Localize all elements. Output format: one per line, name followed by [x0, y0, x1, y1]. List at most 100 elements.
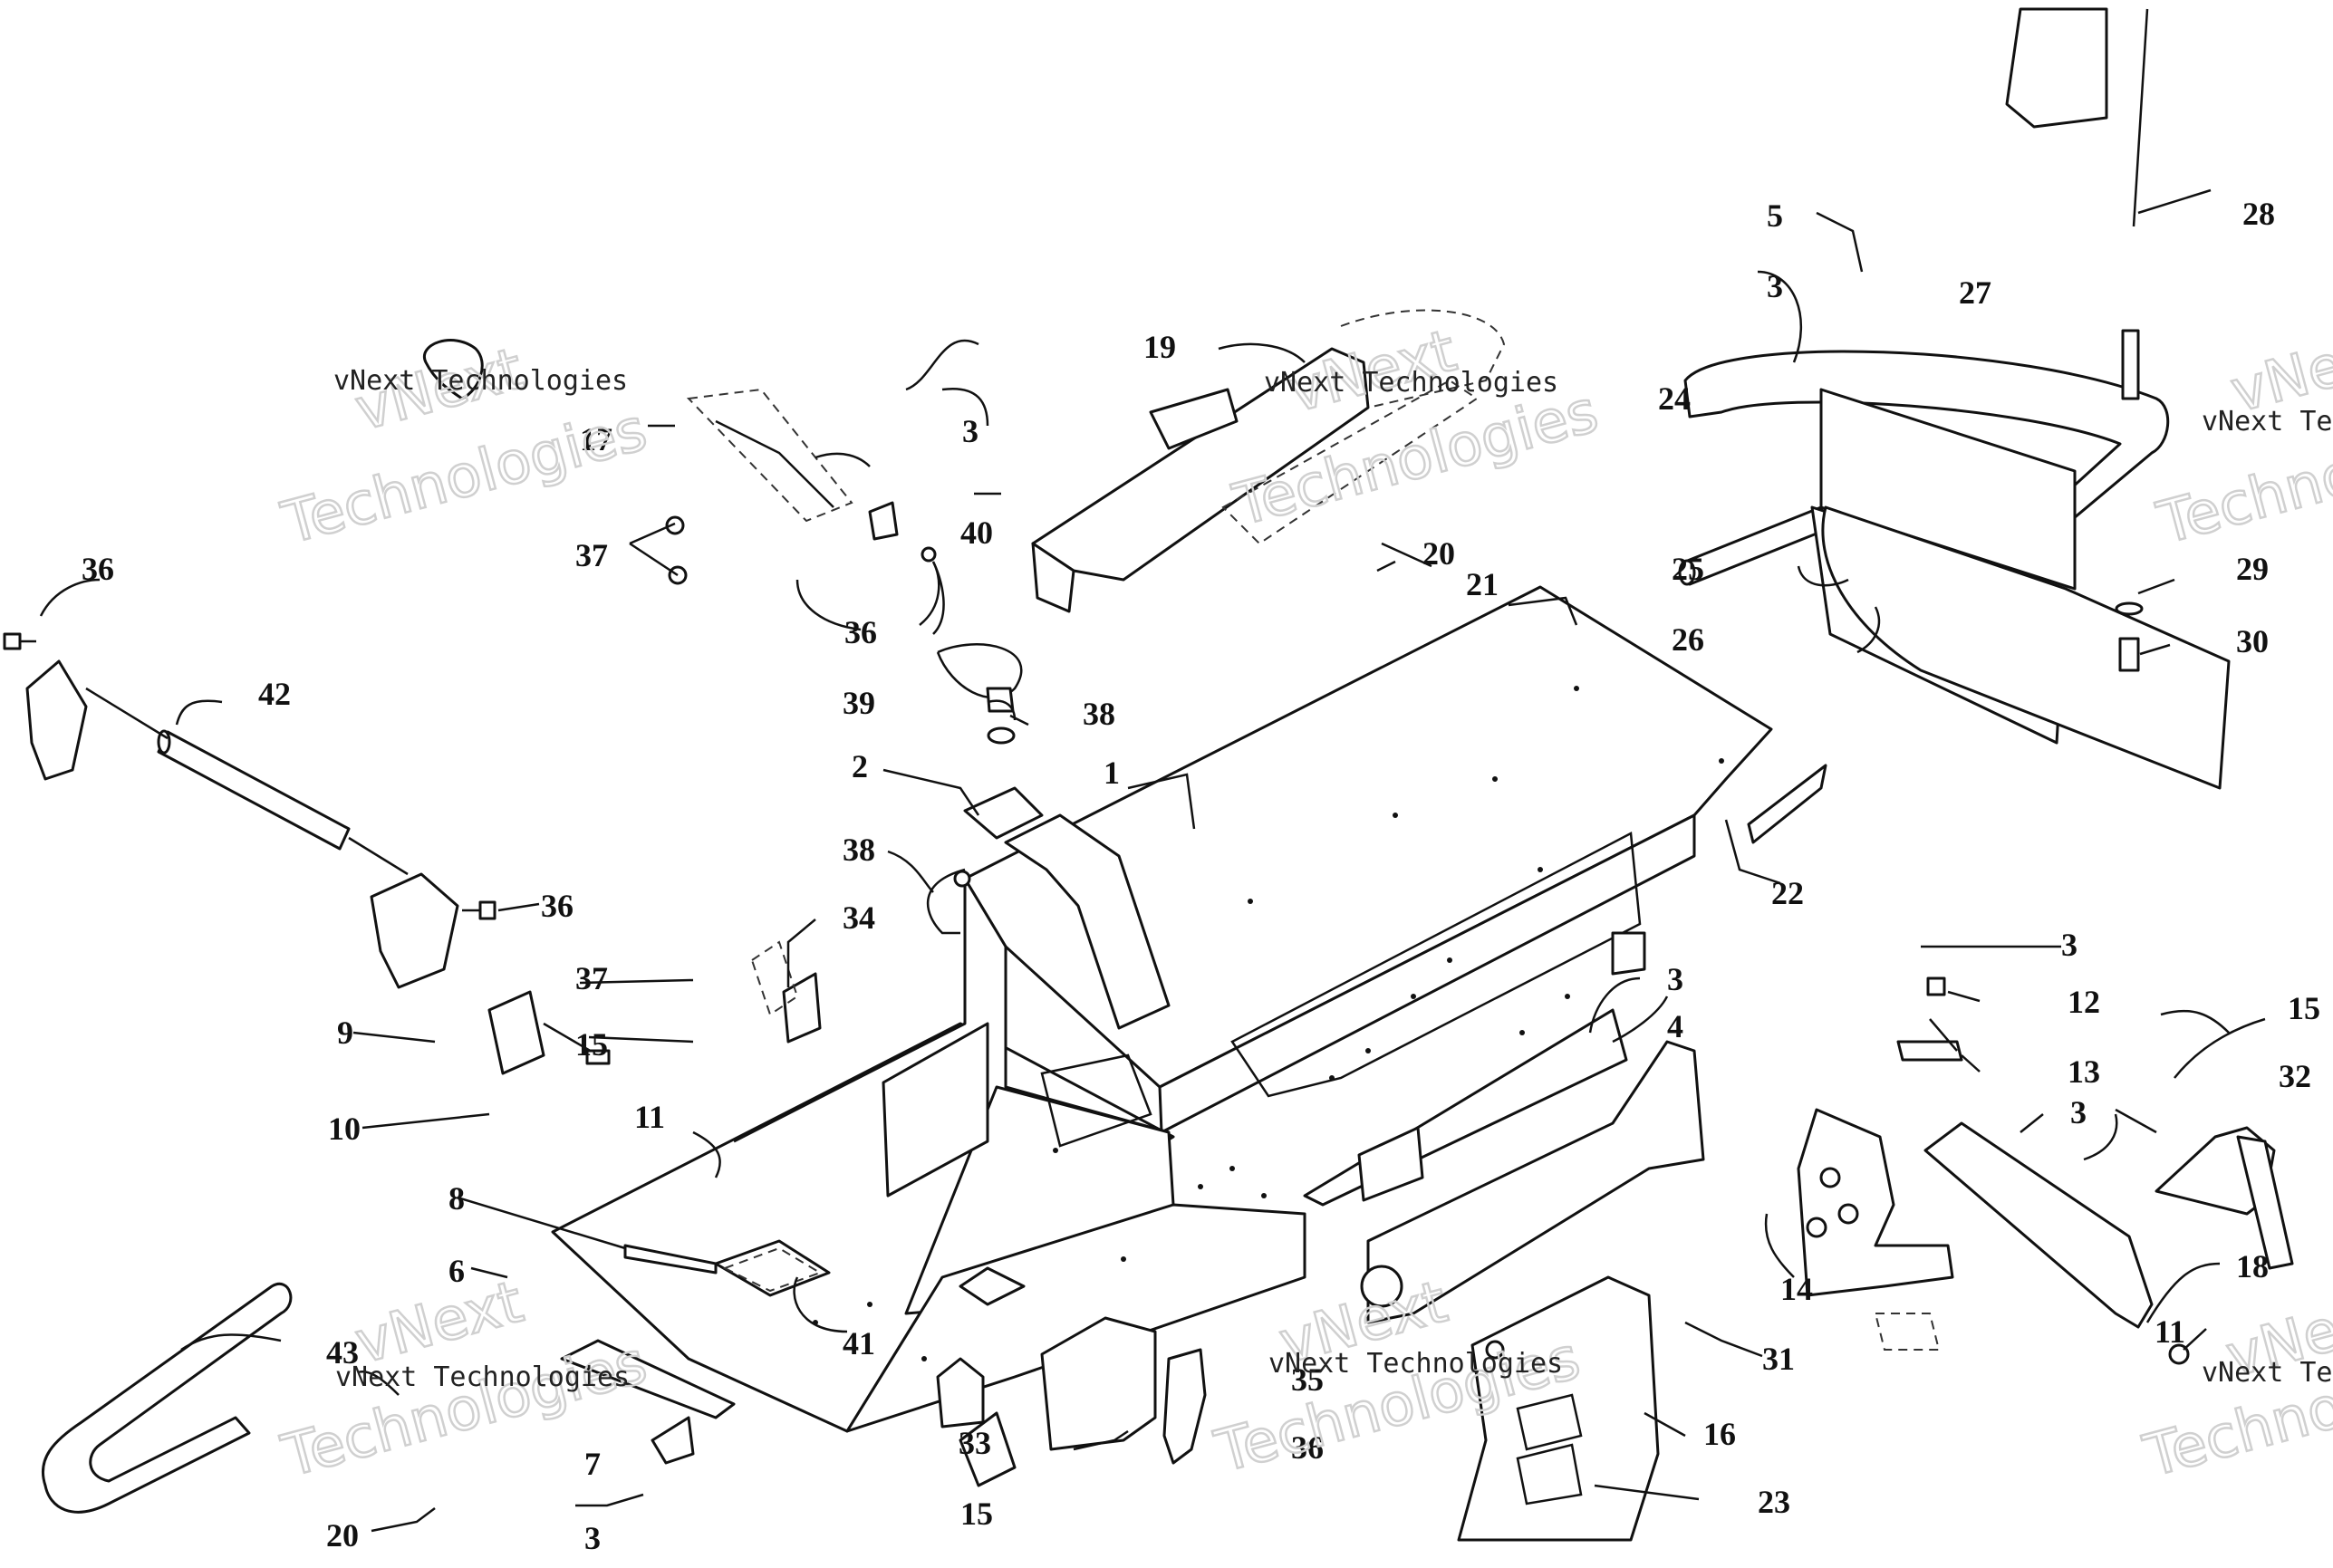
callout-12: 12 [2068, 984, 2100, 1020]
callout-20: 20 [326, 1517, 359, 1554]
callout-36: 36 [844, 614, 877, 650]
strip-8 [623, 1244, 718, 1275]
callout-15: 15 [2288, 990, 2320, 1026]
light-housing-10 [487, 990, 611, 1075]
callout-3: 3 [1667, 961, 1683, 997]
callout-24: 24 [1658, 380, 1691, 417]
bracket-33 [1040, 1316, 1157, 1451]
bolt-30 [2118, 637, 2140, 672]
watermark-text: vNext Technologies [1268, 1348, 1563, 1380]
callout-2: 2 [852, 748, 868, 784]
cross-bar-tube [85, 687, 409, 876]
bolt-36-left [3, 632, 36, 650]
callout-14: 14 [1780, 1271, 1813, 1307]
flag-pole-28 [2005, 7, 2149, 400]
callout-13: 13 [2068, 1053, 2100, 1090]
callout-6: 6 [448, 1253, 465, 1289]
watermark-text: Technologies [275, 397, 653, 558]
leader-lines [39, 188, 2266, 1533]
callout-17: 17 [580, 421, 612, 457]
mounting-plate-7 [560, 1339, 736, 1465]
callout-3: 3 [1767, 268, 1783, 304]
callout-35: 35 [1291, 1361, 1324, 1398]
callout-30: 30 [2236, 623, 2269, 659]
callout-40: 40 [960, 515, 993, 551]
callout-23: 23 [1758, 1484, 1790, 1520]
callout-3: 3 [2061, 927, 2078, 963]
callout-3: 3 [2070, 1094, 2087, 1130]
upper-bracket-17 [422, 339, 853, 523]
hitch-bar [41, 1283, 293, 1514]
guard-32 [2155, 1126, 2294, 1270]
callout-36: 36 [541, 888, 574, 924]
callout-labels: 1 2 3 3 3 3 3 3 4 5 6 7 8 9 10 11 11 12 … [82, 196, 2320, 1556]
bolt-36-right [462, 900, 496, 920]
callout-5: 5 [1767, 197, 1783, 234]
callout-16: 16 [1703, 1416, 1736, 1452]
callout-36: 36 [82, 551, 114, 587]
callout-10: 10 [328, 1111, 361, 1147]
wire-harness-38 [926, 868, 971, 935]
tether-cord-39 [936, 643, 1023, 745]
footrest-bracket-14 [1797, 1108, 1954, 1351]
callout-19: 19 [1143, 329, 1176, 365]
support-bracket-left [25, 659, 459, 989]
callout-9: 9 [337, 1015, 353, 1051]
callout-32: 32 [2279, 1058, 2311, 1094]
callout-38: 38 [1083, 696, 1115, 732]
watermark-text: vNext Tec [2202, 406, 2333, 438]
callout-8: 8 [448, 1180, 465, 1217]
reflector-22 [1747, 764, 1827, 844]
callout-22: 22 [1771, 875, 1804, 911]
nut-31 [1485, 1340, 1505, 1360]
side-panel-4 [1360, 1040, 1705, 1324]
callout-26: 26 [1672, 621, 1704, 658]
watermark-text: vNext Technologies [333, 365, 628, 397]
bracket-34 [750, 940, 822, 1044]
callout-27: 27 [1959, 274, 1991, 311]
callout-29: 29 [2236, 551, 2269, 587]
console-bracket-2 [963, 786, 1044, 840]
callout-43: 43 [326, 1334, 359, 1371]
bracket-35 [1162, 1348, 1207, 1465]
callout-25: 25 [1672, 551, 1704, 587]
main-frame-part [551, 585, 1773, 1487]
bracket-13 [1896, 1040, 1963, 1062]
callout-1: 1 [1104, 755, 1120, 791]
callout-38: 38 [843, 832, 875, 868]
callout-18: 18 [2236, 1248, 2269, 1284]
washer-29 [2115, 601, 2144, 616]
callout-7: 7 [584, 1446, 601, 1482]
callout-11: 11 [634, 1099, 665, 1135]
watermark-text: vNext Technologies [1264, 367, 1558, 399]
nut-37-top [665, 515, 688, 585]
callout-41: 41 [843, 1325, 875, 1361]
callout-3: 3 [962, 413, 979, 449]
callout-28: 28 [2242, 196, 2275, 232]
handrail-18 [1923, 1121, 2154, 1329]
callout-11: 11 [2155, 1313, 2185, 1350]
mud-flap-26 [1821, 505, 2231, 790]
watermark-text: vNext Technologies [335, 1361, 630, 1393]
callout-34: 34 [843, 899, 875, 936]
clip-40 [868, 501, 937, 563]
callout-39: 39 [843, 685, 875, 721]
watermark-text: vNext Tec [2202, 1357, 2333, 1389]
callout-37: 37 [575, 960, 608, 996]
callout-31: 31 [1762, 1341, 1795, 1377]
support-mount-19 [1031, 309, 1506, 613]
callout-20: 20 [1422, 535, 1455, 572]
bolt-12 [1926, 976, 1946, 996]
callout-33: 33 [959, 1425, 991, 1461]
callout-21: 21 [1466, 566, 1499, 602]
callout-36: 36 [1291, 1429, 1324, 1466]
callout-42: 42 [258, 676, 291, 712]
callout-3: 3 [584, 1520, 601, 1556]
callout-15: 15 [960, 1496, 993, 1532]
callout-4: 4 [1667, 1008, 1683, 1044]
callout-37: 37 [575, 537, 608, 573]
decal-41 [714, 1239, 831, 1297]
frame-holes [813, 686, 1724, 1361]
callout-15: 15 [575, 1026, 608, 1063]
